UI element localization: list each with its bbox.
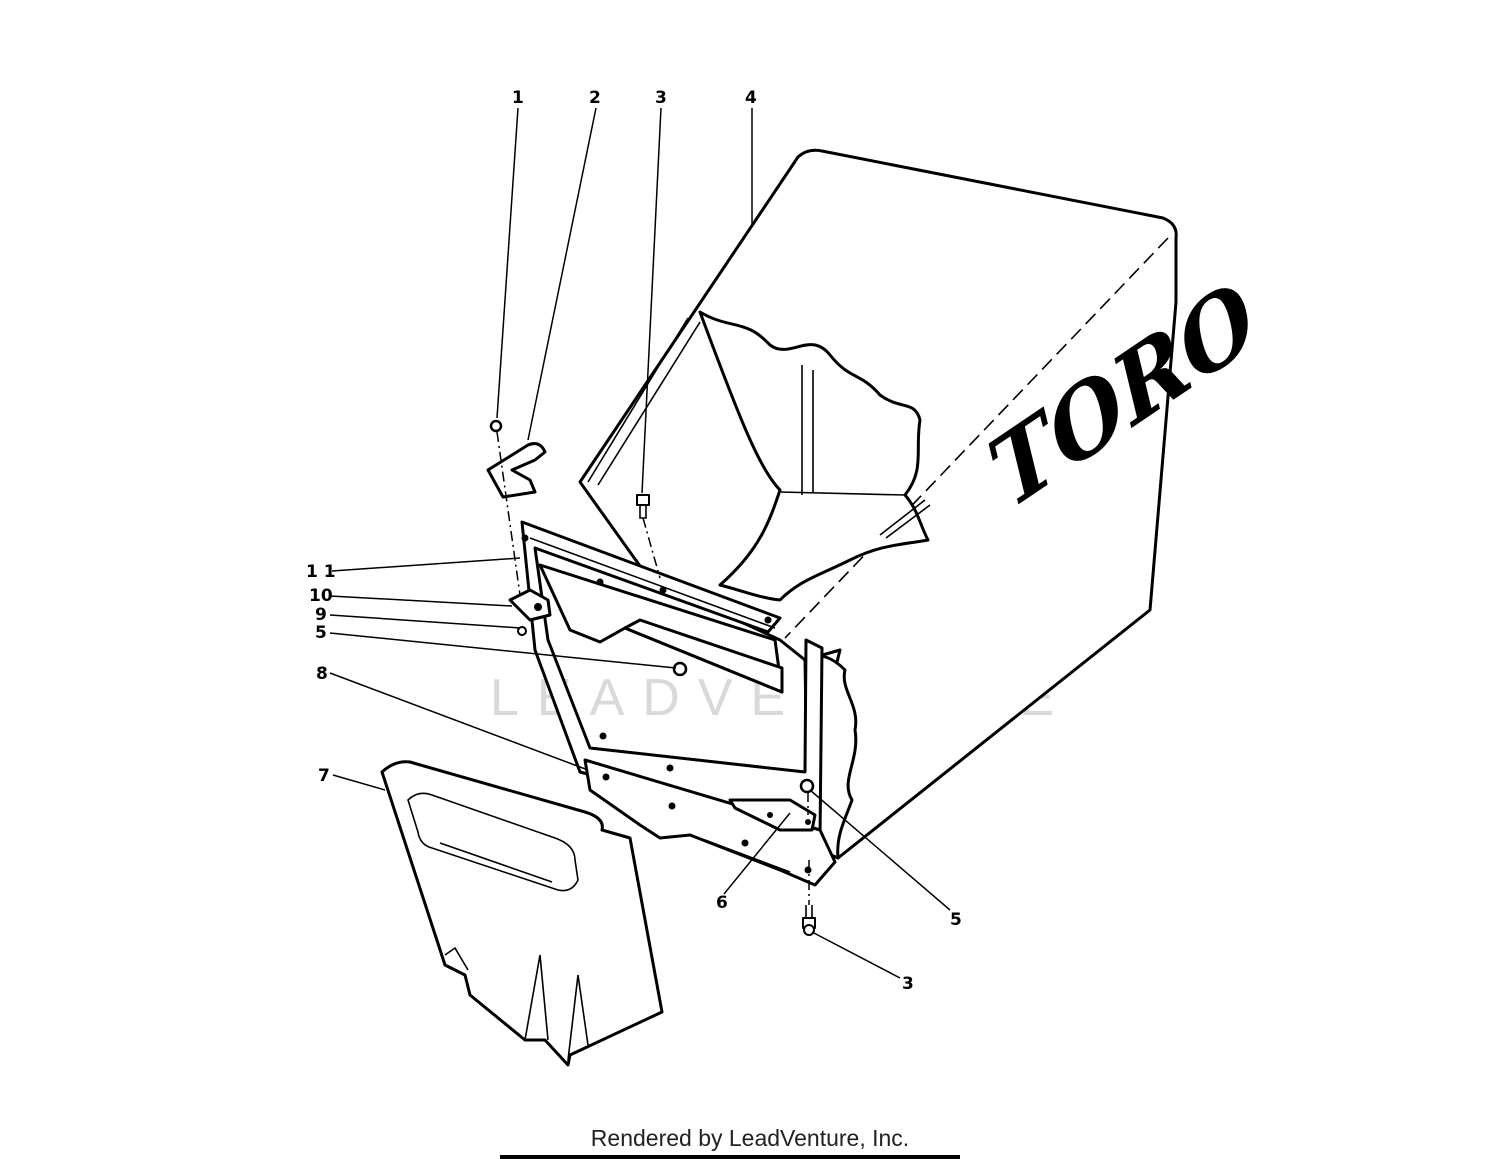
- callouts: 1 2 3 4 1 1 10 9 5 8 7 6 5 3: [306, 88, 962, 994]
- callout-5-right: 5: [950, 910, 962, 930]
- callout-3-top: 3: [655, 88, 667, 108]
- callout-9: 9: [315, 605, 327, 625]
- washer: [517, 626, 527, 636]
- callout-5-left: 5: [315, 623, 327, 643]
- hinge: [728, 798, 817, 832]
- nut-lower: [799, 778, 815, 815]
- footer: Rendered by LeadVenture, Inc.: [500, 1125, 960, 1159]
- callout-1: 1: [512, 88, 524, 108]
- callout-7: 7: [318, 766, 330, 786]
- nut-mid: [672, 661, 688, 677]
- nut-top: [489, 419, 521, 596]
- callout-4: 4: [745, 88, 757, 108]
- leader-lines: [329, 107, 951, 979]
- footer-credit: Rendered by LeadVenture, Inc.: [591, 1125, 909, 1151]
- latch: [508, 588, 552, 622]
- chute-cover: [380, 760, 664, 1067]
- callout-8: 8: [316, 664, 328, 684]
- callout-10: 10: [309, 586, 333, 606]
- callout-6: 6: [716, 893, 728, 913]
- bag-frame: [520, 520, 824, 840]
- latch-bracket: [486, 442, 547, 499]
- chute-plate: [521, 534, 837, 887]
- callout-11: 1 1: [306, 562, 336, 582]
- screw-lower: [802, 860, 816, 936]
- callout-3-bottom: 3: [902, 974, 914, 994]
- screw-upper: [636, 494, 661, 579]
- grass-bag: TORO: [578, 148, 1272, 860]
- callout-2: 2: [589, 88, 601, 108]
